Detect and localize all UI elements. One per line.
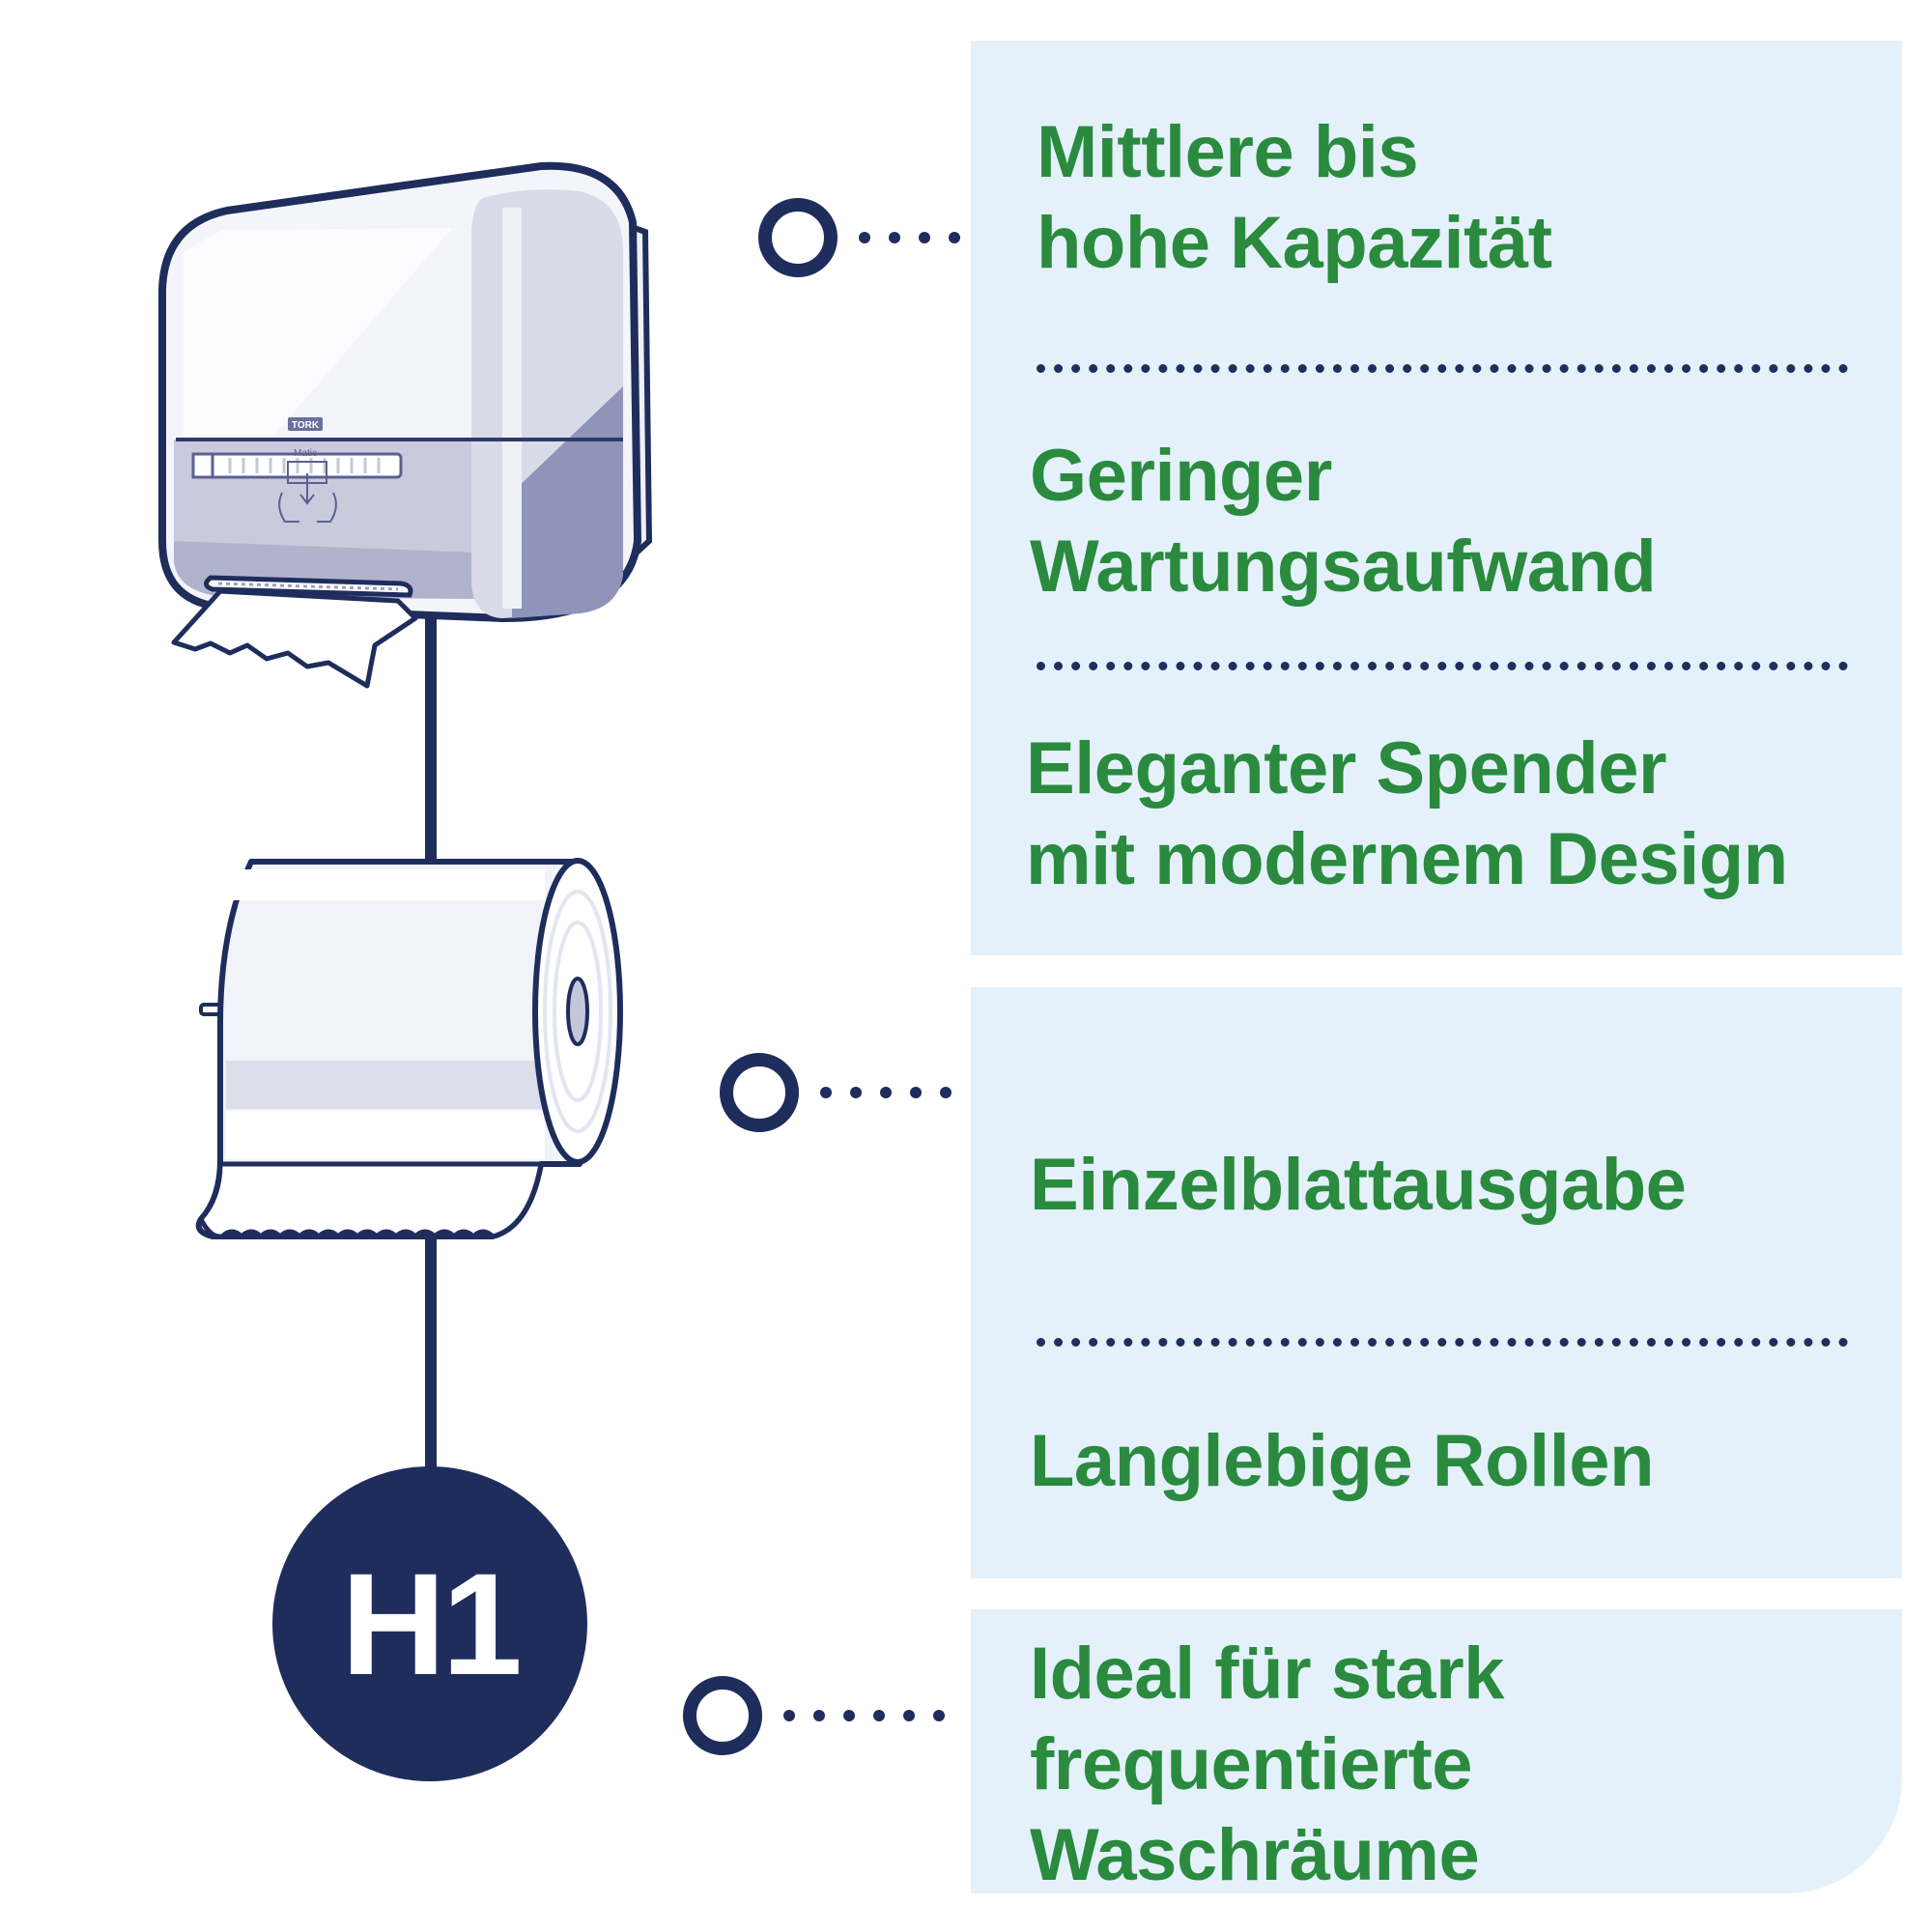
dispenser-icon: TORK Matic — [158, 161, 653, 689]
system-badge: H1 — [272, 1466, 587, 1781]
dispenser-brand-label: TORK — [292, 420, 320, 431]
feature-single-sheet: Einzelblattausgabe — [1030, 1144, 1687, 1226]
feature-washrooms: Ideal für stark frequentierte Waschräume — [1030, 1633, 1504, 1896]
paper-roll-icon — [195, 858, 623, 1239]
callout-dispenser — [758, 198, 960, 277]
hand-pictogram-icon — [278, 461, 337, 523]
dotted-separator — [1037, 364, 1848, 373]
feature-panel-dispenser — [971, 41, 1902, 955]
feature-design: Eleganter Spender mit modernem Design — [1026, 727, 1788, 900]
feature-panel-roll — [971, 987, 1902, 1578]
callout-roll — [720, 1053, 952, 1132]
dispenser-model-label: Matic — [294, 448, 317, 459]
feature-panel-system — [971, 1609, 1902, 1893]
feature-capacity: Mittlere bis hohe Kapazität — [1037, 111, 1552, 284]
feature-rolls: Langlebige Rollen — [1030, 1420, 1655, 1502]
feature-maintenance: Geringer Wartungsaufwand — [1030, 435, 1657, 608]
dotted-separator — [1037, 662, 1848, 670]
callout-system — [683, 1676, 945, 1755]
dotted-separator — [1037, 1338, 1848, 1347]
